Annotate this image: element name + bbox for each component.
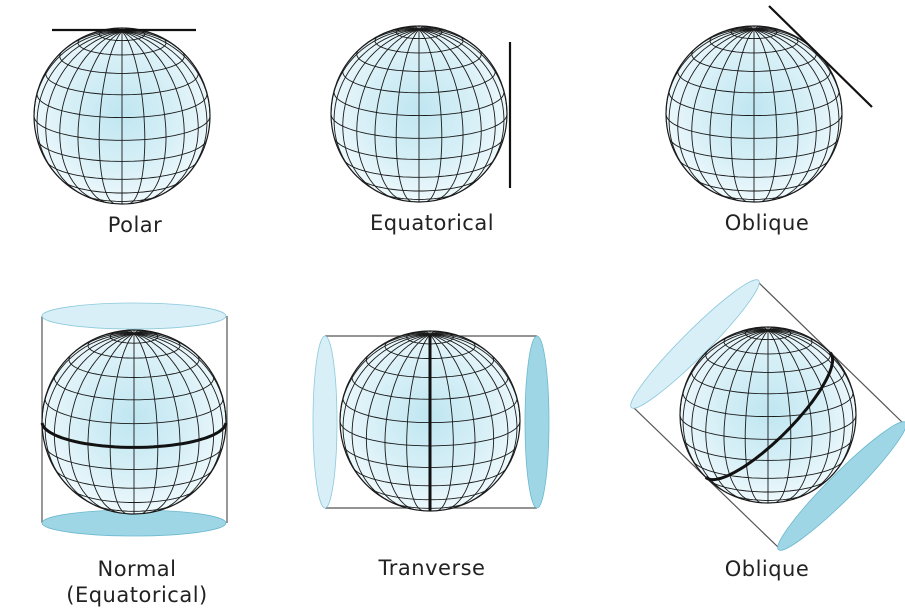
meridian-line [356, 28, 420, 199]
meridian-line [767, 329, 854, 477]
meridian-line [753, 28, 831, 193]
meridian-line [44, 333, 135, 487]
caption-normal-line2: (Equatorical) [66, 583, 208, 607]
meridian-line [429, 334, 509, 502]
globe-outline [679, 326, 857, 504]
globe-outline [665, 25, 843, 203]
meridian-line [705, 329, 769, 500]
meridian-line [59, 30, 123, 201]
meridian-line [87, 333, 135, 514]
meridian-line [668, 28, 755, 176]
meridian-line [133, 333, 181, 514]
cylinder-cap-lower-right [777, 421, 905, 551]
caption-normal: Normal (Equatorical) [52, 556, 222, 608]
meridian-line [384, 334, 431, 511]
meridian-line [429, 334, 518, 484]
cylinder-cap-top [41, 302, 227, 330]
caption-tranverse: Tranverse [378, 556, 486, 580]
meridian-line [342, 28, 420, 193]
meridian-line [418, 29, 443, 202]
meridian-line [744, 330, 769, 503]
caption-oblique-cylinder: Oblique [724, 557, 810, 581]
cylinder-normal [41, 302, 228, 537]
meridian-line [121, 30, 208, 178]
meridian-line [418, 28, 496, 193]
meridian-line [767, 329, 845, 494]
globe-polar [33, 27, 211, 205]
meridian-line [418, 29, 464, 202]
meridian-line [395, 29, 420, 202]
oblique-great-circle [704, 351, 835, 482]
meridian-line [429, 334, 454, 511]
meridian-line [133, 333, 215, 505]
meridian-line [677, 28, 755, 193]
meridian-line [406, 334, 431, 511]
meridian-line [109, 333, 135, 514]
meridian-line [133, 333, 224, 487]
meridian-line [691, 28, 755, 199]
globe-outline [339, 330, 521, 512]
meridian-line [121, 31, 146, 204]
globe-outline [33, 27, 211, 205]
meridian-line [767, 330, 792, 503]
meridian-line [723, 330, 769, 503]
tangent-plane-oblique [768, 5, 873, 108]
globe-outline [41, 329, 227, 515]
meridian-line [753, 29, 778, 202]
meridian-line [333, 28, 420, 176]
meridian-line [418, 28, 505, 176]
caption-equatorical: Equatorical [369, 211, 495, 235]
globe-tranverse [339, 330, 521, 512]
caption-polar: Polar [107, 213, 163, 237]
globe-normal [40, 329, 228, 515]
meridian-line [374, 29, 420, 202]
meridian-line [767, 329, 831, 500]
cylinder-tranverse [312, 335, 550, 509]
globe-equatorical [330, 25, 508, 203]
meridian-line [709, 29, 755, 202]
meridian-line [133, 333, 159, 514]
meridian-line [365, 334, 431, 508]
caption-oblique-plane: Oblique [724, 211, 810, 235]
meridian-line [342, 334, 431, 484]
meridian-line [45, 30, 123, 195]
meridian-line [53, 333, 135, 505]
meridian-line [77, 31, 123, 204]
meridian-line [68, 333, 135, 511]
meridian-line [753, 28, 817, 199]
meridian-line [351, 334, 431, 502]
meridian-line [682, 329, 769, 477]
caption-normal-line1: Normal [97, 557, 177, 581]
meridian-line [121, 30, 185, 201]
meridian-line [98, 31, 123, 204]
meridian-line [121, 30, 199, 195]
meridian-line [418, 28, 482, 199]
globe-oblique-cylinder [679, 326, 857, 504]
cylinder-cap-left [312, 335, 338, 509]
meridian-line [691, 329, 769, 494]
meridian-line [753, 29, 799, 202]
meridian-line [133, 333, 200, 511]
cylinder-cap-upper-left [630, 279, 760, 409]
cylinder-cap-right [524, 335, 550, 509]
globe-outline [330, 25, 508, 203]
meridian-line [429, 334, 495, 508]
meridian-line [767, 330, 813, 503]
meridian-line [730, 29, 755, 202]
meridian-line [429, 334, 476, 511]
meridian-line [753, 28, 840, 176]
meridian-line [121, 31, 167, 204]
meridian-line [36, 30, 123, 178]
